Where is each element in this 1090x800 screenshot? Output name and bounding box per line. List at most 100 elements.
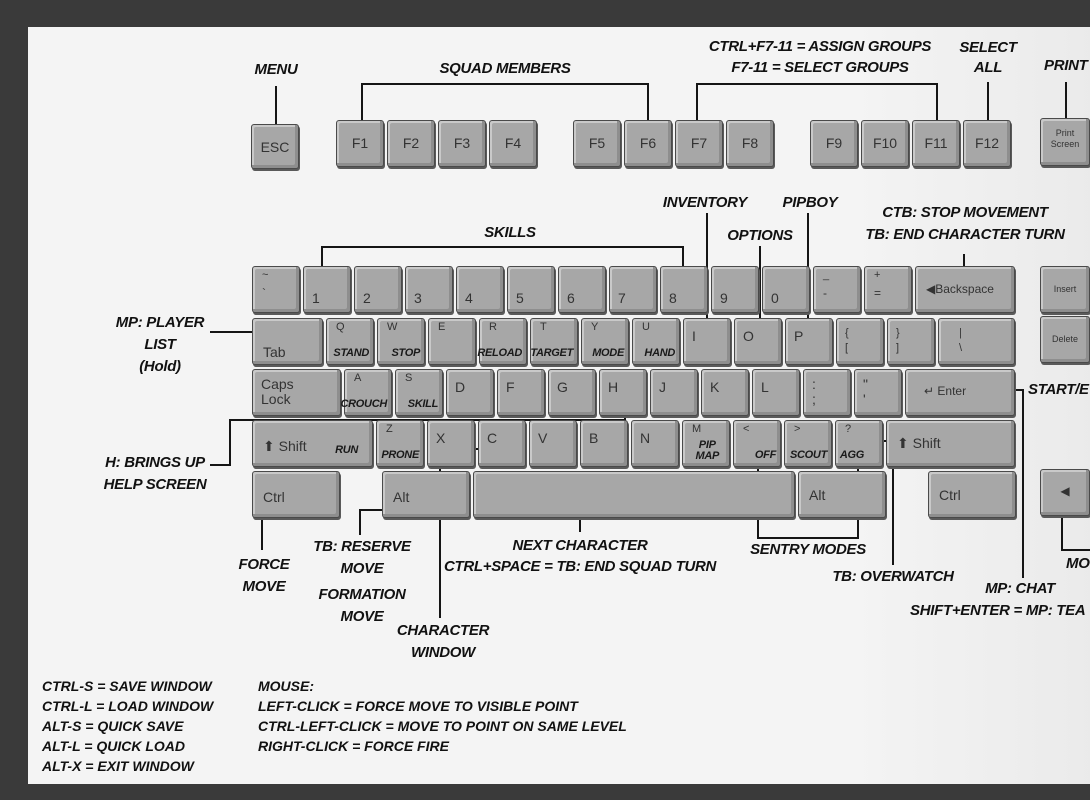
mouse-item: LEFT-CLICK = FORCE MOVE TO VISIBLE POINT [258, 698, 578, 714]
key-delete: Delete [1040, 316, 1090, 363]
skills-label: SKILLS [484, 224, 536, 241]
shortcut-item: ALT-S = QUICK SAVE [42, 718, 184, 734]
key-ctrl: Ctrl [252, 471, 340, 518]
help-screen-label: H: BRINGS UP HELP SCREEN [103, 454, 207, 493]
mp-team-label: SHIFT+ENTER = MP: TEA [910, 602, 1086, 619]
arrow-left-icon: ◀ [1060, 484, 1070, 498]
key-e: E [428, 318, 476, 365]
key-4: 4 [456, 266, 504, 313]
key-right-shift: ⬆ Shift [886, 420, 1015, 467]
shortcut-item: CTRL-S = SAVE WINDOW [42, 678, 212, 694]
key-o: O [734, 318, 782, 365]
key-p: P [785, 318, 833, 365]
key-f11: F11 [912, 120, 960, 167]
key-f10: F10 [861, 120, 909, 167]
options-label: OPTIONS [727, 227, 793, 244]
key-caps-lock: Caps Lock [252, 369, 341, 416]
key-f6: F6 [624, 120, 672, 167]
force-move-label: FORCE MOVE [238, 556, 290, 595]
key-h: H [599, 369, 647, 416]
key-lbrace: { [ [836, 318, 884, 365]
shortcut-item: ALT-L = QUICK LOAD [42, 738, 185, 754]
key-9: 9 [711, 266, 759, 313]
player-list-label: MP: PLAYER LIST (Hold) [115, 314, 205, 375]
key-f7: F7 [675, 120, 723, 167]
mo-label: MO [1066, 555, 1090, 572]
key-g: G [548, 369, 596, 416]
shortcut-item: CTRL-L = LOAD WINDOW [42, 698, 214, 714]
key-f1: F1 [336, 120, 384, 167]
key-3: 3 [405, 266, 453, 313]
key-f2: F2 [387, 120, 435, 167]
shortcut-legend: CTRL-S = SAVE WINDOW CTRL-L = LOAD WINDO… [42, 676, 213, 776]
key-k: K [701, 369, 749, 416]
menu-label: MENU [254, 61, 298, 78]
shortcut-item: ALT-X = EXIT WINDOW [42, 758, 194, 774]
overwatch-label: TB: OVERWATCH [832, 568, 954, 585]
tb-reserve-label: TB: RESERVE MOVE [313, 538, 411, 577]
arrow-left-icon: ◀ [926, 282, 936, 296]
key-l: L [752, 369, 800, 416]
select-groups-label: F7-11 = SELECT GROUPS [731, 59, 909, 76]
mouse-item: CTRL-LEFT-CLICK = MOVE TO POINT ON SAME … [258, 718, 627, 734]
formation-move-label: FORMATION MOVE [318, 586, 406, 625]
key-rbrace: } ] [887, 318, 935, 365]
key-x: X [427, 420, 475, 467]
character-window-label: CHARACTER WINDOW [396, 622, 490, 661]
key-f: F [497, 369, 545, 416]
pipboy-label: PIPBOY [782, 194, 838, 211]
inventory-label: INVENTORY [662, 194, 748, 211]
key-semicolon: : ; [803, 369, 851, 416]
key-f12: F12 [963, 120, 1011, 167]
key-quote: " ' [854, 369, 902, 416]
key-i: I [683, 318, 731, 365]
key-left-arrow: ◀ [1040, 469, 1090, 516]
key-d: D [446, 369, 494, 416]
key-f5: F5 [573, 120, 621, 167]
key-tab: Tab [252, 318, 323, 365]
return-arrow-icon: ↵ [924, 384, 938, 398]
print-label: PRINT [1044, 57, 1088, 74]
key-backslash: | \ [938, 318, 1015, 365]
mp-chat-label: MP: CHAT [985, 580, 1055, 597]
key-print-screen: Print Screen [1040, 118, 1090, 166]
mouse-item: RIGHT-CLICK = FORCE FIRE [258, 738, 449, 754]
next-character-label: NEXT CHARACTER [512, 537, 648, 554]
ctb-stop-label: CTB: STOP MOVEMENT [882, 204, 1048, 221]
key-f4: F4 [489, 120, 537, 167]
key-less-than: <OFF [733, 420, 781, 467]
mouse-legend-title: MOUSE: [258, 678, 314, 694]
end-squad-turn-label: CTRL+SPACE = TB: END SQUAD TURN [443, 558, 717, 575]
mouse-legend: MOUSE: LEFT-CLICK = FORCE MOVE TO VISIBL… [258, 676, 627, 756]
key-plus: += [864, 266, 912, 313]
tb-end-character-label: TB: END CHARACTER TURN [865, 226, 1065, 243]
key-space [473, 471, 795, 518]
key-f3: F3 [438, 120, 486, 167]
key-1: 1 [303, 266, 351, 313]
key-right-ctrl: Ctrl [928, 471, 1016, 518]
key-b: B [580, 420, 628, 467]
key-tilde: ~` [252, 266, 300, 313]
key-alt: Alt [382, 471, 470, 518]
key-2: 2 [354, 266, 402, 313]
key-question-mark: ?AGG [835, 420, 883, 467]
key-minus: _- [813, 266, 861, 313]
squad-members-label: SQUAD MEMBERS [439, 60, 571, 77]
key-j: J [650, 369, 698, 416]
select-all-label: SELECT ALL [959, 39, 1017, 76]
key-n: N [631, 420, 679, 467]
key-right-alt: Alt [798, 471, 886, 518]
arrow-up-icon: ⬆ [897, 435, 913, 451]
key-v: V [529, 420, 577, 467]
key-7: 7 [609, 266, 657, 313]
key-c: C [478, 420, 526, 467]
